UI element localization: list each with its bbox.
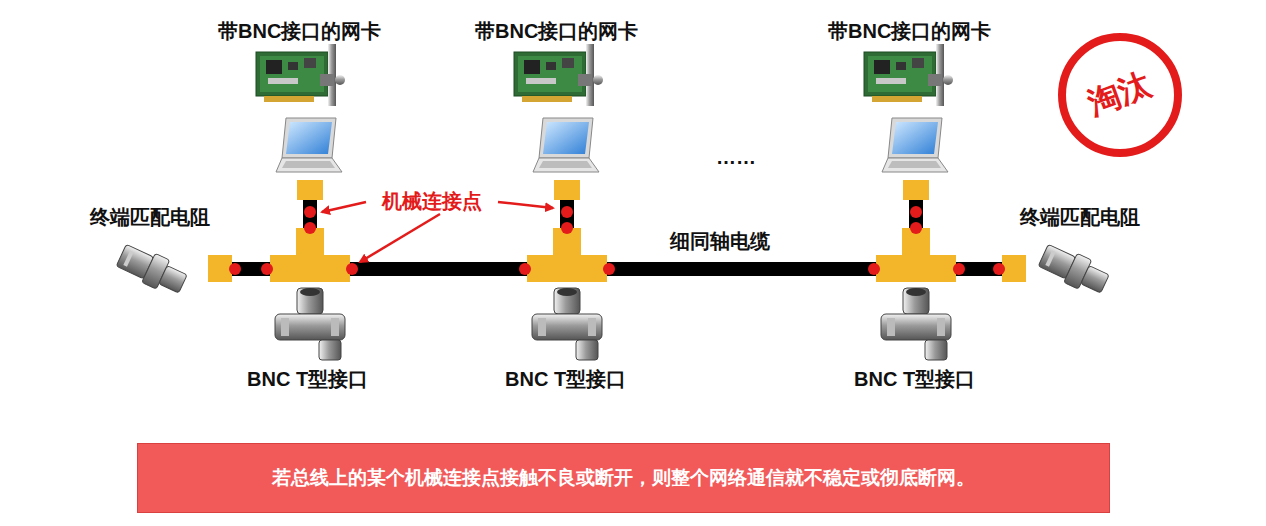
part-label: 带BNC接口的网卡: [475, 18, 638, 45]
part-label: 细同轴电缆: [670, 228, 770, 255]
part-label: 带BNC接口的网卡: [828, 18, 991, 45]
note-text: 若总线上的某个机械连接点接触不良或断开，则整个网络通信就不稳定或彻底断网。: [272, 465, 975, 491]
stamp-text: 淘汰: [1082, 63, 1157, 126]
part-label: BNC T型接口: [247, 366, 368, 393]
part-label: BNC T型接口: [854, 366, 975, 393]
part-label: BNC T型接口: [505, 366, 626, 393]
part-label: ……: [716, 146, 756, 169]
note-band: 若总线上的某个机械连接点接触不良或断开，则整个网络通信就不稳定或彻底断网。: [137, 443, 1110, 513]
callout-label: 机械连接点: [382, 188, 482, 215]
part-label: 带BNC接口的网卡: [218, 18, 381, 45]
part-label: 终端匹配电阻: [1020, 204, 1140, 231]
obsolete-stamp: 淘汰: [1058, 33, 1182, 157]
part-label: 终端匹配电阻: [90, 204, 210, 231]
